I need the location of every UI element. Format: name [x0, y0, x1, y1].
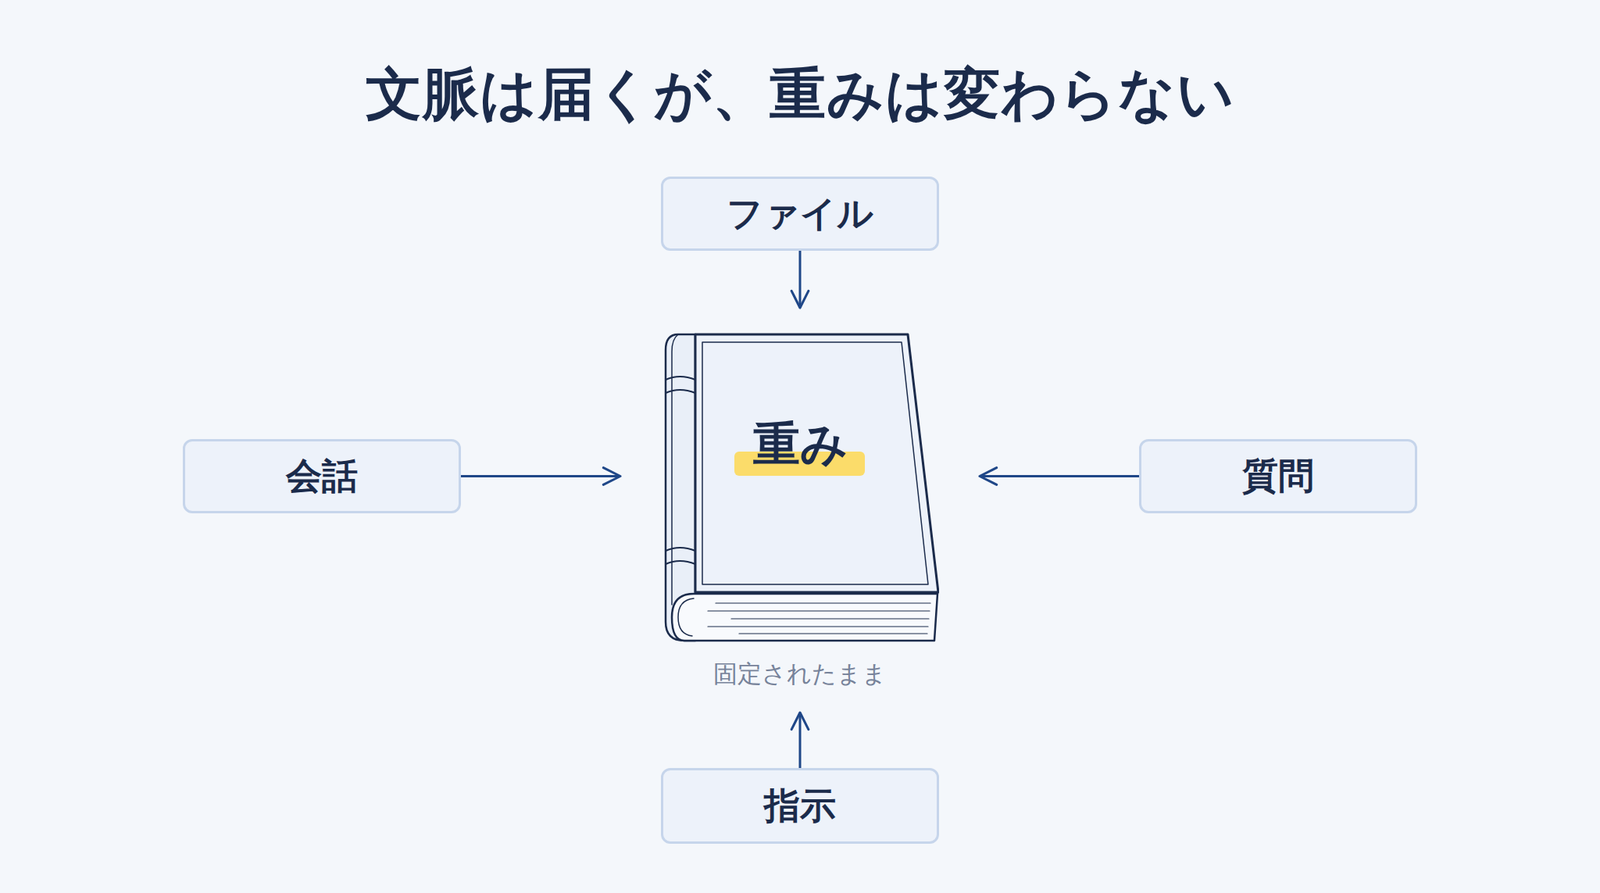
- weights-book: 重み固定されたまま: [660, 332, 940, 692]
- box-label: 質問: [1242, 452, 1315, 501]
- diagram-title: 文脈は届くが、重みは変わらない: [0, 57, 1600, 130]
- book-outline: [660, 332, 940, 692]
- spine-band: [665, 560, 696, 565]
- page-line: [707, 625, 929, 627]
- fixed-caption: 固定されたまま: [660, 657, 940, 690]
- page-line: [731, 617, 929, 619]
- weights-label: 重み: [660, 418, 940, 469]
- spine-band: [665, 389, 696, 393]
- box-label: 指示: [764, 782, 836, 831]
- spine-line: [671, 334, 679, 605]
- spine-band: [665, 376, 696, 380]
- page-line: [707, 610, 930, 611]
- spine-band: [665, 547, 696, 551]
- page-curl: [678, 598, 694, 636]
- input-box: 質問: [1139, 439, 1418, 514]
- input-box: 指示: [660, 767, 940, 844]
- page-line: [739, 632, 928, 634]
- box-label: 会話: [285, 452, 358, 501]
- input-box: ファイル: [660, 176, 940, 251]
- book-pages: [671, 593, 938, 641]
- flow-arrow: [979, 475, 1140, 478]
- box-label: ファイル: [726, 189, 874, 239]
- flow-arrow: [799, 250, 802, 308]
- page-line: [715, 602, 931, 604]
- flow-arrow: [799, 712, 802, 768]
- input-box: 会話: [182, 439, 461, 514]
- flow-arrow: [460, 475, 621, 478]
